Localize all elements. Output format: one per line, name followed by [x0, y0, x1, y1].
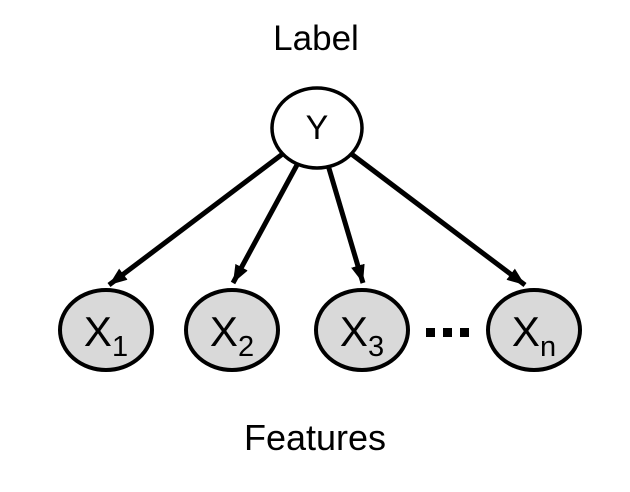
ellipsis-dots: [426, 328, 469, 337]
node-x1-label: X1: [84, 308, 128, 363]
ellipsis-dot-3: [460, 328, 469, 337]
diagram-caption: Features: [244, 417, 386, 458]
node-x2-label-main: X: [210, 308, 238, 355]
node-xn-label-main: X: [512, 308, 540, 355]
node-xn-label-sub: n: [540, 331, 556, 363]
ellipsis-dot-2: [443, 328, 452, 337]
node-y-circle: [270, 86, 364, 170]
node-xn-circle: [486, 288, 582, 372]
ellipsis-dot-1: [426, 328, 435, 337]
node-x3-label-sub: 3: [368, 331, 384, 363]
node-x2-circle: [184, 288, 280, 372]
node-x1-label-main: X: [84, 308, 112, 355]
node-x3-label: X3: [340, 308, 384, 363]
node-xn-label: Xn: [512, 308, 556, 363]
node-y-label: Y: [306, 109, 329, 147]
node-x2-label-sub: 2: [238, 331, 254, 363]
node-x3-circle: [314, 288, 410, 372]
node-x2-label: X2: [210, 308, 254, 363]
node-x3-label-main: X: [340, 308, 368, 355]
node-x1-label-sub: 1: [112, 331, 128, 363]
diagram-title: Label: [273, 19, 359, 58]
feature-nodes-group: X1 X2 X3 Xn: [58, 288, 582, 372]
node-x1-circle: [58, 288, 154, 372]
